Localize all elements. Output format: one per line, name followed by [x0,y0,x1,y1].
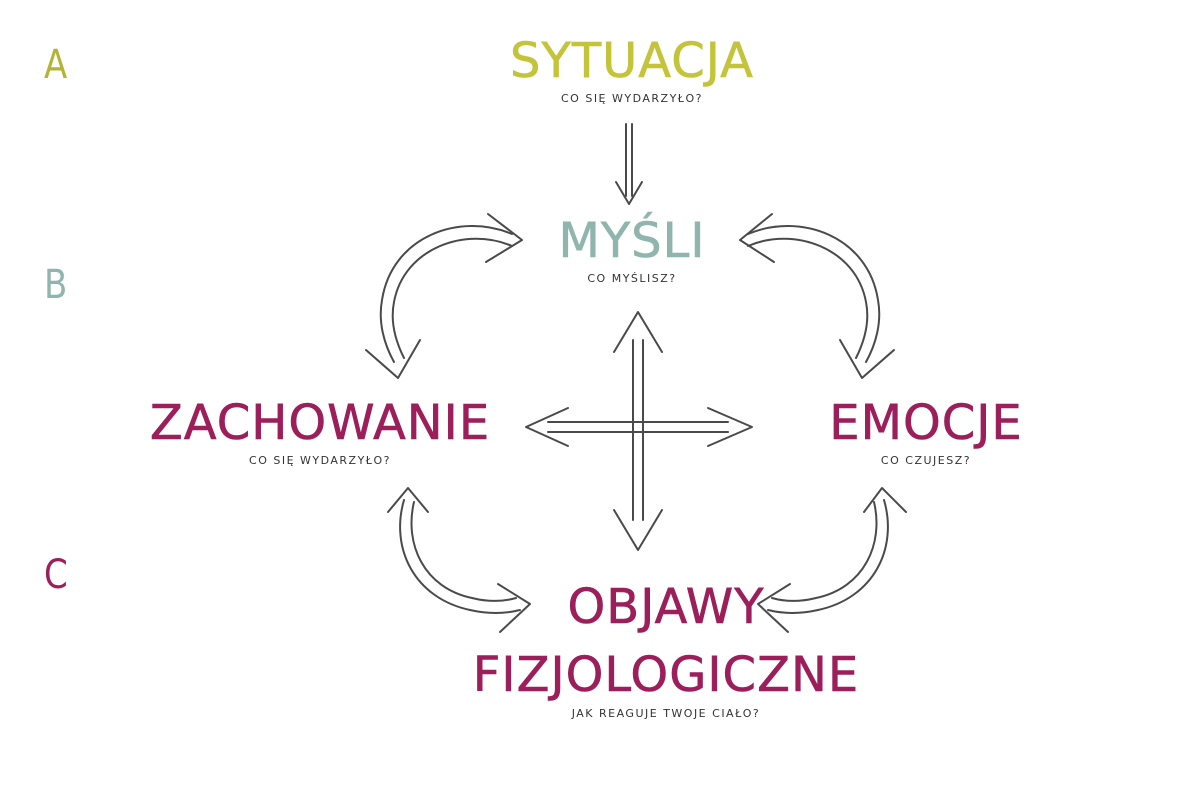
behavior-title: ZACHOWANIE [149,395,491,451]
thoughts-title: MYŚLI [558,213,706,269]
physio-title-line2: FIZJOLOGICZNE [472,647,860,704]
emotions-title: EMOCJE [829,395,1023,451]
situation-title: SYTUACJA [510,33,754,89]
letter-c: C [44,552,69,598]
letter-a: A [44,42,69,88]
thoughts-node: MYŚLI CO MYŚLISZ? [558,213,706,286]
letter-b: B [44,262,69,308]
physio-title-line1: OBJAWY [567,579,765,635]
central-cross-arrow [525,311,753,551]
thoughts-emotions-cycle-arrow [739,213,895,379]
behavior-node: ZACHOWANIE CO SIĘ WYDARZYŁO? [149,395,491,468]
emotions-node: EMOCJE CO CZUJESZ? [829,395,1023,468]
physio-node: OBJAWY FIZJOLOGICZNE JAK REAGUJE TWOJE C… [472,579,860,720]
situation-node: SYTUACJA CO SIĘ WYDARZYŁO? [510,33,754,106]
physio-subtitle: JAK REAGUJE TWOJE CIAŁO? [571,706,761,720]
situation-to-thoughts-arrow [615,123,643,205]
behavior-subtitle: CO SIĘ WYDARZYŁO? [249,454,391,468]
emotions-physio-cycle-arrow [757,487,907,633]
thoughts-behavior-cycle-arrow [365,213,523,379]
emotions-subtitle: CO CZUJESZ? [880,454,972,468]
situation-subtitle: CO SIĘ WYDARZYŁO? [561,92,703,106]
behavior-physio-cycle-arrow [387,487,531,633]
thoughts-subtitle: CO MYŚLISZ? [587,272,677,286]
